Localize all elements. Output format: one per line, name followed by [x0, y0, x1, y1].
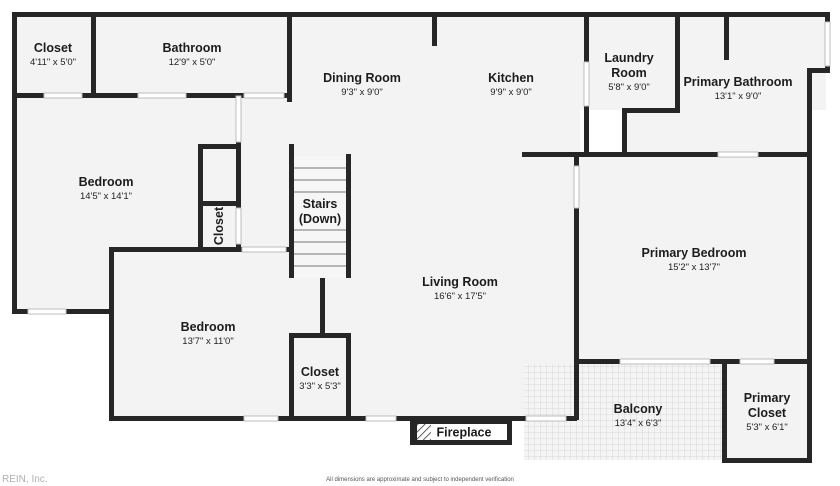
watermark: REIN, Inc.	[2, 474, 48, 485]
balcony-tiles	[524, 364, 724, 460]
bathroom-dims: 12'9" x 5'0"	[169, 57, 216, 68]
bedroom-2-dims: 13'7" x 11'0"	[182, 336, 233, 347]
closet-mid-name: Closet	[301, 365, 340, 379]
bedroom-2-name: Bedroom	[181, 320, 236, 334]
living-room-dims: 16'6" x 17'5"	[434, 291, 486, 302]
laundry-room-dims: 5'8" x 9'0"	[608, 82, 650, 93]
kitchen-name: Kitchen	[488, 71, 534, 85]
kitchen-dims: 9'9" x 9'0"	[490, 87, 532, 98]
primary-closet-name-line2: Closet	[748, 406, 787, 420]
primary-bathroom-dims: 13'1" x 9'0"	[715, 91, 762, 102]
windows	[27, 21, 831, 422]
room-labels: Closet 4'11" x 5'0" Bathroom 12'9" x 5'0…	[30, 41, 793, 433]
fireplace: Fireplace	[417, 424, 507, 440]
stairs-name-line1: Stairs	[303, 197, 338, 211]
closet-top-left-name: Closet	[34, 41, 73, 55]
closet-mid-dims: 3'3" x 5'3"	[299, 381, 341, 392]
disclaimer-text: All dimensions are approximate and subje…	[326, 477, 514, 483]
dining-room-name: Dining Room	[323, 71, 401, 85]
primary-bedroom-name: Primary Bedroom	[642, 246, 747, 260]
primary-bedroom-dims: 15'2" x 13'7"	[668, 262, 720, 273]
primary-bathroom-name: Primary Bathroom	[683, 75, 792, 89]
bathroom-name: Bathroom	[162, 41, 221, 55]
stairs-graphic	[294, 156, 346, 278]
stairs-name-line2: (Down)	[299, 212, 341, 226]
primary-closet-name-line1: Primary	[744, 391, 791, 405]
floor-areas	[14, 14, 826, 460]
laundry-room-name-line2: Room	[611, 66, 646, 80]
balcony-dims: 13'4" x 6'3"	[615, 418, 662, 429]
primary-closet-dims: 5'3" x 6'1"	[746, 422, 788, 433]
dining-room-dims: 9'3" x 9'0"	[341, 87, 383, 98]
living-room-name: Living Room	[422, 275, 498, 289]
walls	[12, 12, 830, 463]
fireplace-label: Fireplace	[437, 426, 492, 440]
bedroom-1-dims: 14'5" x 14'1"	[80, 191, 132, 202]
balcony-name: Balcony	[614, 402, 663, 416]
closet-small-name: Closet	[212, 206, 226, 245]
laundry-room-name-line1: Laundry	[604, 51, 653, 65]
bedroom-1-name: Bedroom	[79, 175, 134, 189]
closet-top-left-dims: 4'11" x 5'0"	[30, 57, 76, 68]
